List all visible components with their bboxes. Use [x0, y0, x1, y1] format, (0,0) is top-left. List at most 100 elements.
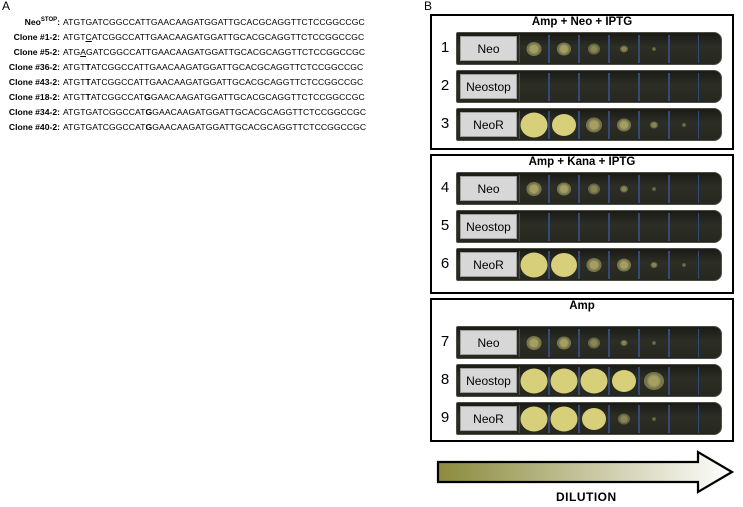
colony-growth [550, 406, 578, 432]
agar-strip: Neo [456, 32, 722, 65]
colony-growth [557, 42, 571, 56]
plate-row: 3 NeoR [432, 108, 732, 141]
colony-growth [586, 258, 602, 272]
row-number: 2 [440, 77, 450, 94]
strain-label: Neo [460, 36, 517, 61]
colony-growth [617, 258, 631, 272]
sequence-row: Clone #43-2:ATGTTATCGGCCATTGAACAAGATGGAT… [4, 74, 399, 89]
clone-label: Clone #40-2: [8, 121, 60, 132]
strain-label: Neo [460, 330, 517, 355]
clone-label: NeoSTOP: [24, 16, 60, 27]
row-number: 5 [440, 217, 450, 234]
colony-growth [520, 368, 548, 394]
strain-label: Neostop [460, 368, 517, 393]
dilution-spot [609, 73, 639, 101]
colony-growth [650, 262, 658, 268]
dna-sequence: ATGTTATCGGCCATGGAACAAGATGGATTGCACGCAGGTT… [63, 91, 365, 102]
dilution-spot [609, 111, 639, 139]
sequence-row: Clone #34-2:ATGTGATCGGCCATGGAACAAGATGGAT… [4, 104, 399, 119]
dilution-spot [579, 213, 609, 241]
agar-strip: Neo [456, 172, 722, 205]
dilution-spot [549, 405, 579, 433]
row-number: 9 [440, 409, 450, 426]
plate-condition-title: Amp + Neo + IPTG [531, 16, 633, 28]
dilution-spot [549, 35, 579, 63]
agar-strip: NeoR [456, 108, 722, 141]
dilution-spot [639, 213, 669, 241]
panel-a-letter: A [2, 0, 11, 13]
dilution-spot [579, 251, 609, 279]
clone-label: Clone #1-2: [13, 31, 60, 42]
dilution-spot [639, 405, 669, 433]
dilution-spot [669, 405, 699, 433]
dilution-spot [579, 329, 609, 357]
colony-growth [588, 183, 600, 195]
clone-label: Clone #5-2: [13, 46, 60, 57]
dilution-spot [609, 251, 639, 279]
dilution-spot [669, 213, 699, 241]
dilution-spot [609, 213, 639, 241]
dilution-spot [549, 329, 579, 357]
strain-label: NeoR [460, 112, 517, 137]
dilution-spot [639, 111, 669, 139]
dilution-spot [609, 175, 639, 203]
dilution-spot [579, 175, 609, 203]
dilution-spot [549, 213, 579, 241]
colony-growth [644, 372, 664, 390]
dna-sequence: ATGTTATCGGCCATTGAACAAGATGGATTGCACGCAGGTT… [63, 76, 364, 87]
colony-growth [650, 121, 658, 129]
strain-label: Neostop [460, 74, 517, 99]
dilution-spot [579, 35, 609, 63]
dilution-spot [609, 405, 639, 433]
colony-growth [620, 340, 628, 346]
dilution-spot [519, 73, 549, 101]
dilution-spot [669, 175, 699, 203]
dilution-spot [609, 329, 639, 357]
colony-growth [620, 45, 628, 53]
dilution-spot [639, 367, 669, 395]
sequence-row: Clone #1-2:ATGTCATCGGCCATTGAACAAGATGGATT… [4, 29, 399, 44]
colony-growth [550, 368, 578, 394]
dna-sequence: ATGTTATCGGCCATTGAACAAGATGGATTGCACGCAGGTT… [63, 61, 364, 72]
dna-sequence: ATGAGATCGGCCATTGAACAAGATGGATTGCACGCAGGTT… [63, 46, 366, 57]
colony-growth [682, 123, 686, 127]
strain-label: NeoR [460, 252, 517, 277]
dilution-spot [669, 35, 699, 63]
dilution-spot [519, 329, 549, 357]
row-number: 3 [440, 115, 450, 132]
dilution-spot [639, 251, 669, 279]
colony-growth [652, 341, 656, 345]
agar-strip: Neostop [456, 210, 722, 243]
dilution-label: DILUTION [556, 490, 617, 504]
dilution-spot [609, 367, 639, 395]
dilution-spot [669, 329, 699, 357]
dilution-spot [639, 35, 669, 63]
plate-row: 5 Neostop [432, 210, 732, 243]
clone-label: Clone #18-2: [8, 91, 60, 102]
dilution-spot [519, 111, 549, 139]
dilution-spot [519, 405, 549, 433]
colony-growth [588, 43, 600, 55]
plate-condition-title: Amp [569, 300, 595, 312]
strain-label: Neo [460, 176, 517, 201]
plate-row: 9 NeoR [432, 402, 732, 435]
plate-condition-title: Amp + Kana + IPTG [528, 156, 636, 168]
dna-sequence: ATGTCATCGGCCATTGAACAAGATGGATTGCACGCAGGTT… [63, 31, 365, 42]
colony-growth [557, 336, 571, 350]
dilution-spot [579, 73, 609, 101]
plate-row: 2 Neostop [432, 70, 732, 103]
colony-growth [552, 114, 576, 136]
colony-growth [652, 47, 656, 51]
dilution-spot [549, 111, 579, 139]
strain-label: NeoR [460, 406, 517, 431]
clone-label: Clone #36-2: [8, 61, 60, 72]
dilution-spot [519, 367, 549, 395]
colony-growth [551, 253, 577, 277]
dilution-spot [669, 251, 699, 279]
agar-strip: NeoR [456, 248, 722, 281]
row-number: 1 [440, 39, 450, 56]
colony-growth [557, 182, 571, 196]
colony-growth [652, 417, 656, 421]
